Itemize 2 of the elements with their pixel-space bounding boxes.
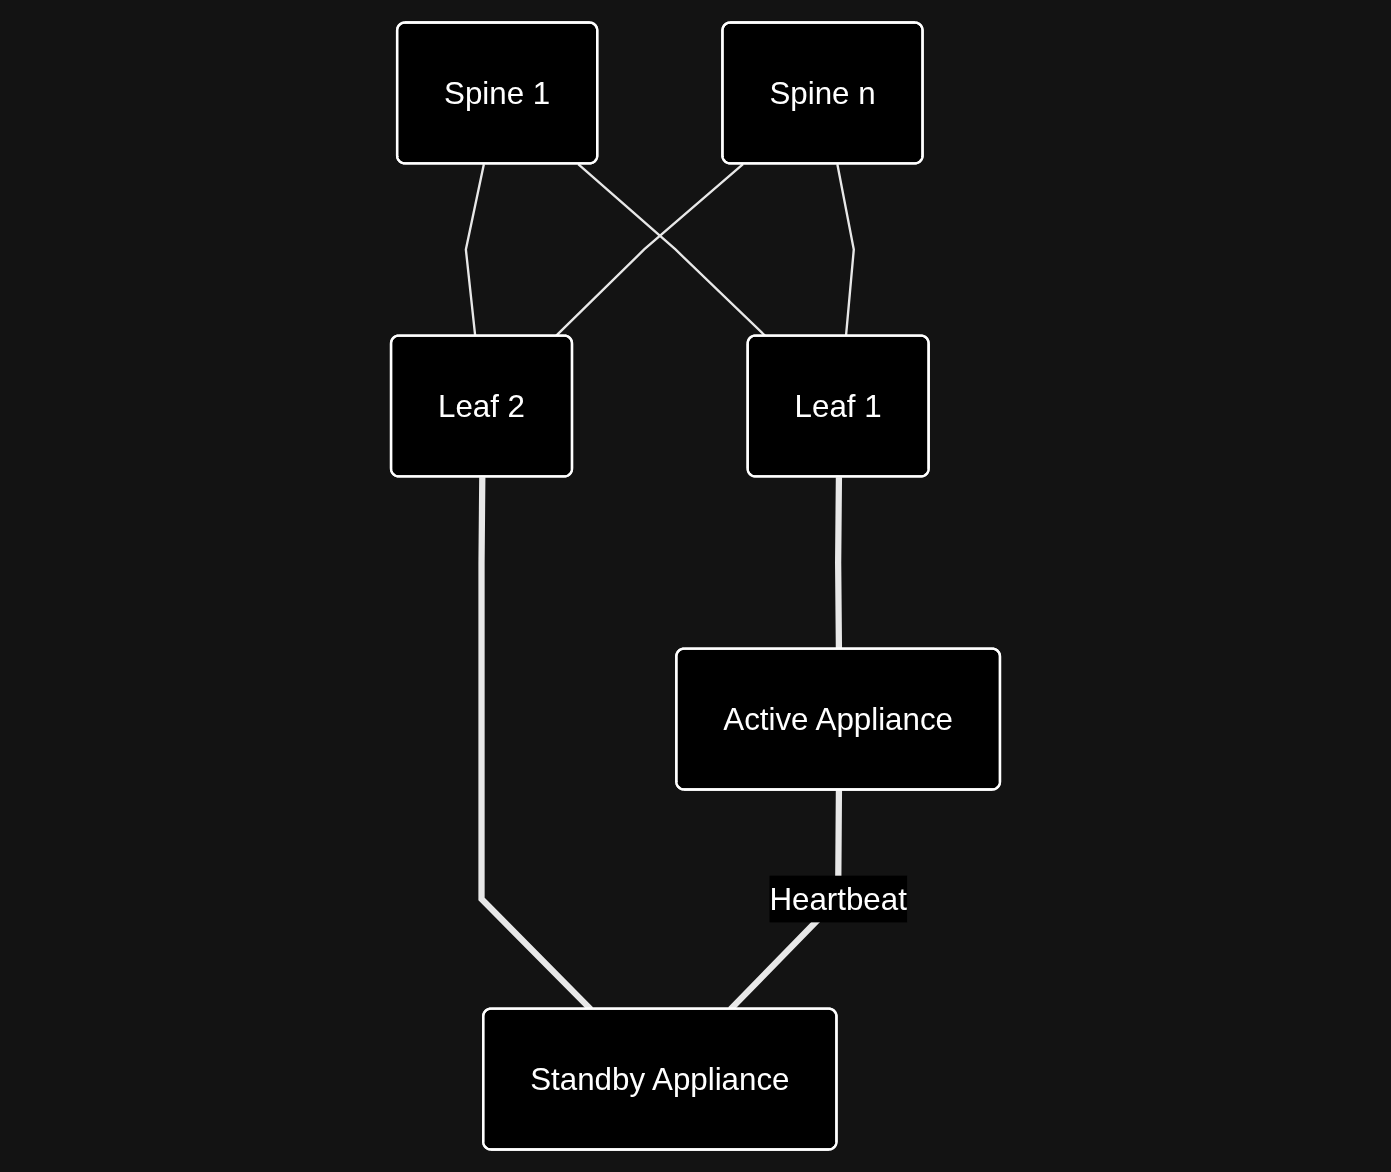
edge-label: Heartbeat <box>769 881 907 917</box>
connector <box>835 477 843 650</box>
